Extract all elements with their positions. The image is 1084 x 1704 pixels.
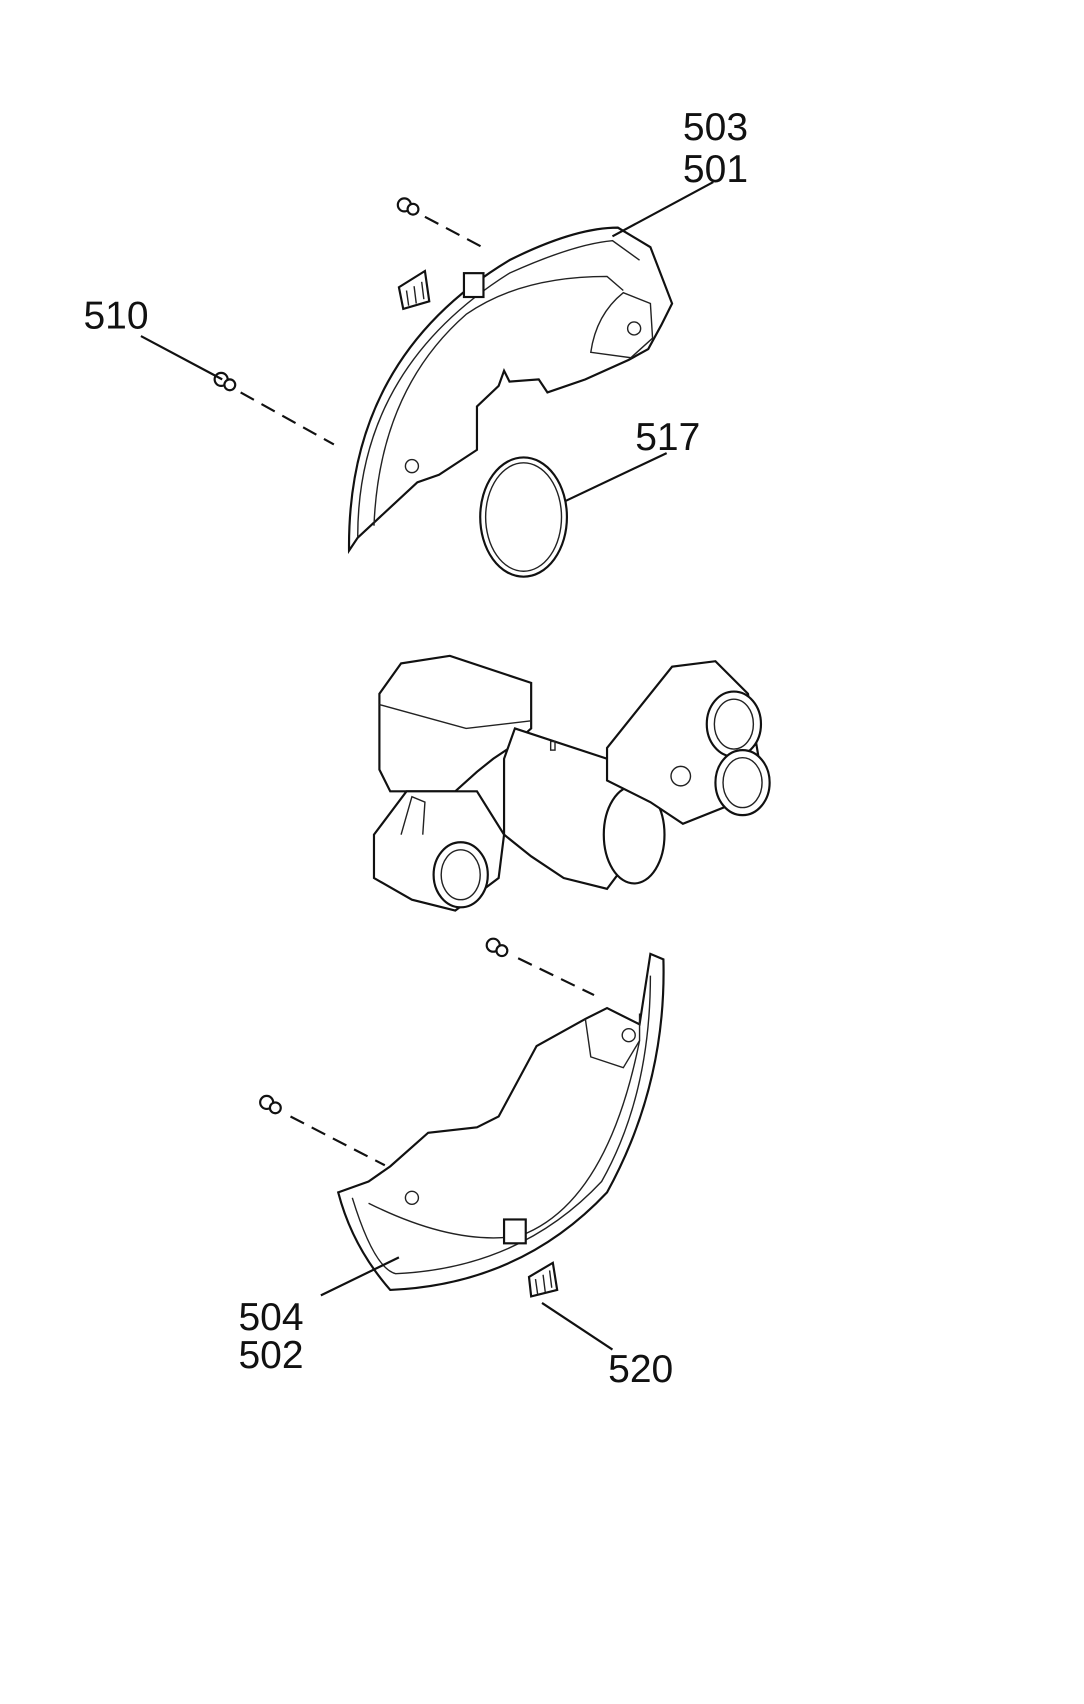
screw-lower-1 (485, 937, 509, 958)
label-504: 504 (238, 1296, 303, 1339)
label-510: 510 (83, 294, 148, 337)
label-503: 503 (683, 106, 748, 149)
label-517: 517 (635, 416, 700, 459)
leader-517 (565, 452, 668, 502)
leader-501 (611, 181, 714, 238)
clip-upper (397, 269, 431, 311)
label-502: 502 (238, 1334, 303, 1377)
screw-upper-1 (396, 197, 420, 216)
leader-510 (140, 335, 223, 381)
clip-lower (527, 1261, 559, 1298)
clip-slot (462, 272, 485, 299)
lower-blade-guard (336, 952, 665, 1292)
label-501: 501 (683, 148, 748, 191)
gearbox-assembly (372, 654, 771, 912)
label-520: 520 (608, 1348, 673, 1391)
clip-slot-lower (502, 1218, 527, 1245)
o-ring (479, 456, 569, 578)
upper-blade-guard (347, 226, 674, 555)
screw-lower-2 (259, 1094, 282, 1115)
leader-520 (541, 1302, 614, 1351)
screw-upper-2 (213, 371, 237, 392)
leader-504 (320, 1256, 400, 1297)
